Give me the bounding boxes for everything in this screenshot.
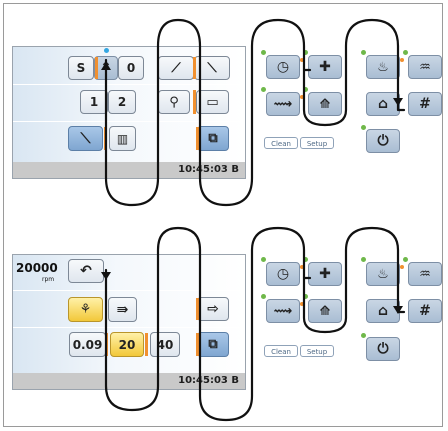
setup-label: Setup bbox=[306, 140, 328, 148]
orange-marker bbox=[196, 298, 199, 320]
setup-label: Setup bbox=[306, 348, 328, 356]
suction-left-icon[interactable]: ⟿ bbox=[266, 92, 300, 116]
two-button[interactable]: 2 bbox=[108, 90, 136, 114]
value-1-label: 0.09 bbox=[72, 337, 103, 352]
value-button-2[interactable]: 20 bbox=[110, 332, 144, 357]
power-icon[interactable]: ⏻ bbox=[366, 129, 400, 153]
value-3-label: 40 bbox=[156, 337, 174, 352]
green-dot bbox=[303, 294, 308, 299]
power-icon[interactable]: ⏻ bbox=[366, 337, 400, 361]
status-suffix: B bbox=[231, 164, 239, 175]
orange-marker bbox=[196, 127, 199, 150]
clean-tab[interactable]: Clean bbox=[264, 345, 298, 357]
hash-button[interactable]: # bbox=[408, 92, 442, 116]
clean-label: Clean bbox=[271, 140, 291, 148]
tool-icon[interactable]: ▥ bbox=[109, 126, 136, 151]
forward-icon[interactable]: ⇨ bbox=[197, 297, 229, 321]
bottom-screen: 10:45:03 B bbox=[12, 254, 246, 390]
green-dot bbox=[361, 333, 366, 338]
rinse-icon[interactable]: ♒ bbox=[408, 262, 442, 286]
value-2-label: 20 bbox=[118, 337, 136, 352]
outer-frame bbox=[3, 3, 443, 427]
green-dot bbox=[361, 50, 366, 55]
arrow-icon[interactable]: ⇛ bbox=[108, 297, 137, 322]
tray-icon[interactable]: ⧉ bbox=[197, 126, 229, 151]
suction-right-icon[interactable]: ⟰ bbox=[308, 92, 342, 116]
green-dot bbox=[261, 257, 266, 262]
setup-tab[interactable]: Setup bbox=[300, 137, 334, 149]
suction-left-icon[interactable]: ⟿ bbox=[266, 299, 300, 323]
setup-tab[interactable]: Setup bbox=[300, 345, 334, 357]
spray-icon[interactable]: ⟍ bbox=[68, 126, 103, 151]
orange-marker bbox=[145, 333, 148, 356]
zero-button[interactable]: 0 bbox=[118, 56, 144, 80]
cup-icon[interactable]: ♨ bbox=[366, 55, 400, 79]
green-dot bbox=[403, 50, 408, 55]
s-label: S bbox=[76, 61, 86, 75]
s-button[interactable]: S bbox=[68, 56, 94, 80]
orange-marker bbox=[193, 57, 196, 79]
value-button-1[interactable]: 0.09 bbox=[69, 332, 106, 357]
divider bbox=[13, 121, 245, 122]
hash-button[interactable]: # bbox=[408, 299, 442, 323]
green-dot bbox=[303, 257, 308, 262]
divider bbox=[13, 327, 245, 328]
blue-dot bbox=[104, 48, 109, 53]
green-dot bbox=[303, 87, 308, 92]
orange-dot bbox=[300, 265, 304, 269]
orange-dot bbox=[300, 302, 304, 306]
speed-unit: rpm bbox=[42, 276, 55, 283]
green-dot bbox=[303, 50, 308, 55]
status-time: 10:45:03 bbox=[178, 375, 228, 386]
orange-dot bbox=[400, 58, 404, 62]
speed-value: 20000 bbox=[16, 261, 58, 275]
plus-cross-icon[interactable]: ✚ bbox=[308, 262, 342, 286]
chair-icon[interactable]: ⚲ bbox=[158, 90, 190, 114]
orange-marker bbox=[193, 90, 196, 114]
rinse-icon[interactable]: ♒ bbox=[408, 55, 442, 79]
value-button-3[interactable]: 40 bbox=[150, 332, 180, 357]
status-suffix: B bbox=[231, 375, 239, 386]
green-dot bbox=[261, 87, 266, 92]
hash-label: # bbox=[419, 303, 431, 319]
zero-label: 0 bbox=[126, 61, 136, 75]
divider bbox=[13, 290, 245, 291]
tray-icon[interactable]: ⧉ bbox=[197, 332, 229, 357]
window-icon[interactable]: ▭ bbox=[196, 90, 229, 114]
green-dot bbox=[403, 257, 408, 262]
status-time: 10:45:03 bbox=[178, 164, 228, 175]
clean-label: Clean bbox=[271, 348, 291, 356]
clock-icon[interactable]: ◷ bbox=[266, 55, 300, 79]
one-button[interactable]: 1 bbox=[80, 90, 108, 114]
plus-cross-icon[interactable]: ✚ bbox=[308, 55, 342, 79]
hash-label: # bbox=[419, 96, 431, 112]
orange-dot bbox=[400, 265, 404, 269]
green-dot bbox=[361, 257, 366, 262]
two-label: 2 bbox=[117, 95, 127, 109]
status-bar: 10:45:03 B bbox=[13, 373, 245, 389]
suction-right-icon[interactable]: ⟰ bbox=[308, 299, 342, 323]
spray-icon[interactable]: ⚘ bbox=[68, 297, 103, 322]
orange-dot bbox=[300, 58, 304, 62]
clock-icon[interactable]: ◷ bbox=[266, 262, 300, 286]
bell-icon[interactable]: ⌂ bbox=[366, 92, 400, 116]
clean-tab[interactable]: Clean bbox=[264, 137, 298, 149]
orange-marker bbox=[196, 333, 199, 356]
one-label: 1 bbox=[89, 95, 99, 109]
handpiece-icon[interactable]: ↶ bbox=[68, 259, 104, 283]
green-dot bbox=[261, 294, 266, 299]
status-bar: 10:45:03 B bbox=[13, 162, 245, 178]
green-dot bbox=[261, 50, 266, 55]
divider bbox=[13, 84, 245, 85]
green-dot bbox=[361, 125, 366, 130]
cup-icon[interactable]: ♨ bbox=[366, 262, 400, 286]
orange-marker bbox=[95, 57, 98, 79]
orange-dot bbox=[300, 95, 304, 99]
